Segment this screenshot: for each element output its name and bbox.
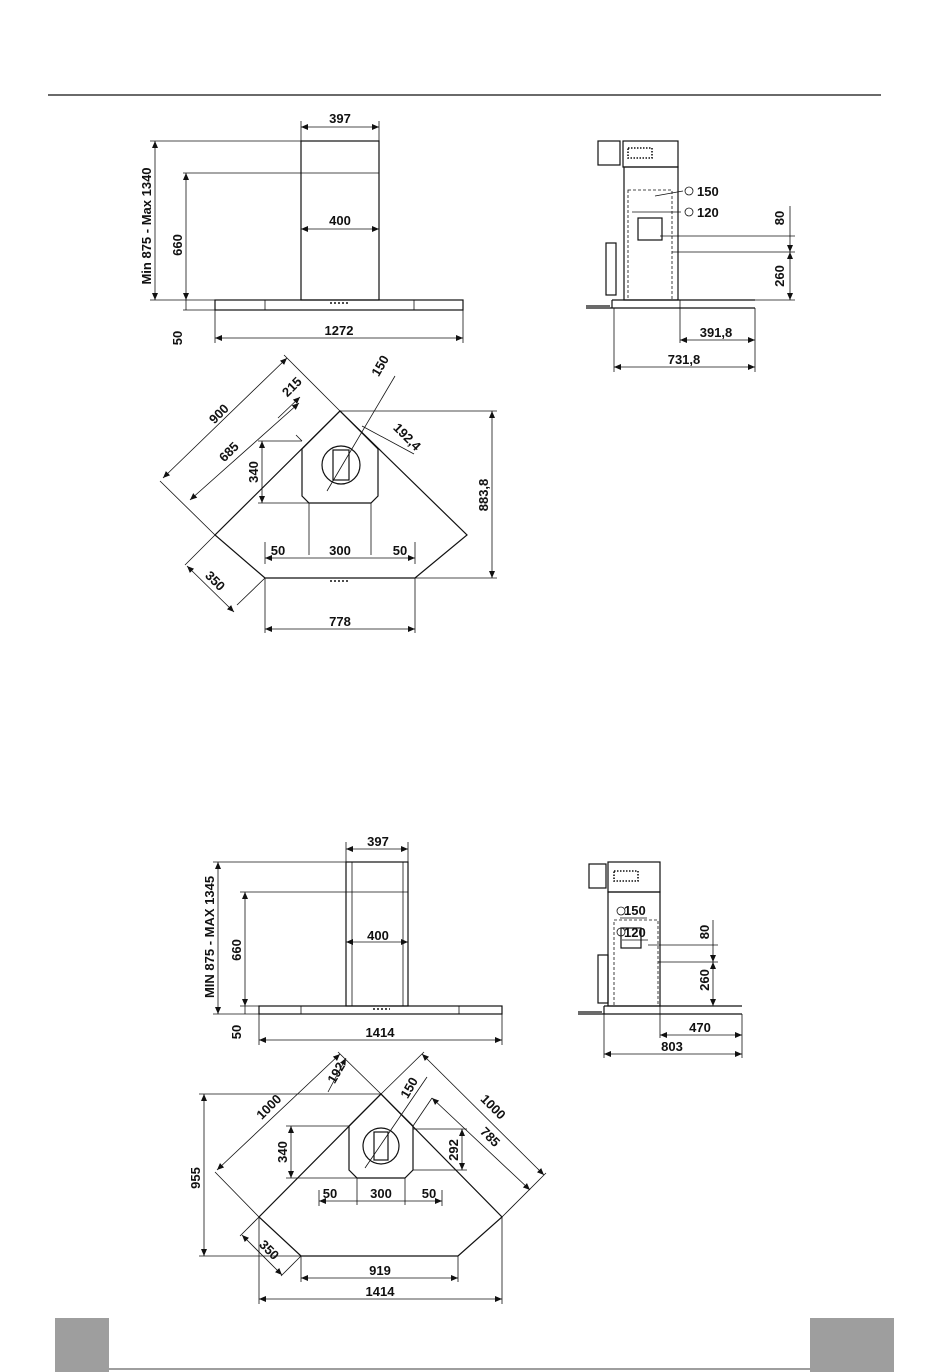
footer-block-left [55, 1318, 109, 1372]
dim-192-4: 192,4 [390, 420, 424, 454]
dim-340-top: 340 [246, 461, 261, 483]
dim-duct120-top: 120 [697, 205, 719, 220]
dim-1000-right: 1000 [478, 1091, 509, 1122]
dim-391-8: 391,8 [700, 325, 733, 340]
dim-1414-plan: 1414 [366, 1284, 396, 1299]
dim-778: 778 [329, 614, 351, 629]
dim-731-8: 731,8 [668, 352, 701, 367]
dim-50-bottom: 50 [229, 1025, 244, 1039]
dim-1272: 1272 [325, 323, 354, 338]
dim-50b-bottom: 50 [422, 1186, 436, 1201]
plan-view-top: 883,8 340 50 300 50 778 900 685 215 150 … [160, 353, 497, 633]
dim-diam150-bottom: 150 [397, 1075, 421, 1101]
dim-470: 470 [689, 1020, 711, 1035]
dim-260-top: 260 [772, 265, 787, 287]
dim-duct150-bottom: 150 [624, 903, 646, 918]
dim-192: 192 [324, 1060, 348, 1086]
dim-diam150-top: 150 [368, 353, 392, 379]
front-view-bottom: 397 400 1414 MIN 875 - MAX 1345 660 50 [202, 834, 502, 1045]
plan-view-bottom: 955 340 292 50 300 50 919 1414 1000 192 [188, 1052, 546, 1304]
dim-883-8: 883,8 [476, 479, 491, 512]
dim-803: 803 [661, 1039, 683, 1054]
dim-292: 292 [446, 1139, 461, 1161]
footer-line [109, 1368, 810, 1370]
dim-300-top: 300 [329, 543, 351, 558]
dim-900: 900 [206, 401, 232, 427]
dim-300-bottom: 300 [370, 1186, 392, 1201]
dim-400-b: 400 [367, 928, 389, 943]
dim-685: 685 [216, 439, 242, 465]
front-view-top: 397 400 1272 Min 875 - Max 1340 660 50 [139, 111, 463, 345]
dim-duct120-bottom: 120 [624, 925, 646, 940]
side-view-bottom: 150 120 80 260 470 803 [578, 862, 742, 1058]
dim-duct150-top: 150 [697, 184, 719, 199]
dim-397-b: 397 [367, 834, 389, 849]
dim-min-max-top: Min 875 - Max 1340 [139, 167, 154, 284]
dim-260-bottom: 260 [697, 969, 712, 991]
dim-50-top: 50 [170, 331, 185, 345]
dim-50b-top: 50 [393, 543, 407, 558]
footer-block-right [810, 1318, 894, 1372]
dim-50a-top: 50 [271, 543, 285, 558]
dim-660-top: 660 [170, 234, 185, 256]
dim-350-bottom: 350 [256, 1237, 282, 1263]
dim-919: 919 [369, 1263, 391, 1278]
side-view-top: 150 120 80 260 391,8 731,8 [586, 141, 795, 372]
dim-1000-left: 1000 [253, 1091, 284, 1122]
dim-1414-front: 1414 [366, 1025, 396, 1040]
dim-397: 397 [329, 111, 351, 126]
dim-80-bottom: 80 [697, 925, 712, 939]
dim-350-top: 350 [202, 568, 228, 594]
dim-660-bottom: 660 [229, 939, 244, 961]
dim-785: 785 [477, 1124, 503, 1150]
dim-min-max-bottom: MIN 875 - MAX 1345 [202, 876, 217, 998]
dim-400: 400 [329, 213, 351, 228]
dim-340-bottom: 340 [275, 1141, 290, 1163]
dim-50a-bottom: 50 [323, 1186, 337, 1201]
dim-80-top: 80 [772, 211, 787, 225]
dim-215: 215 [279, 374, 305, 400]
dim-955: 955 [188, 1167, 203, 1189]
